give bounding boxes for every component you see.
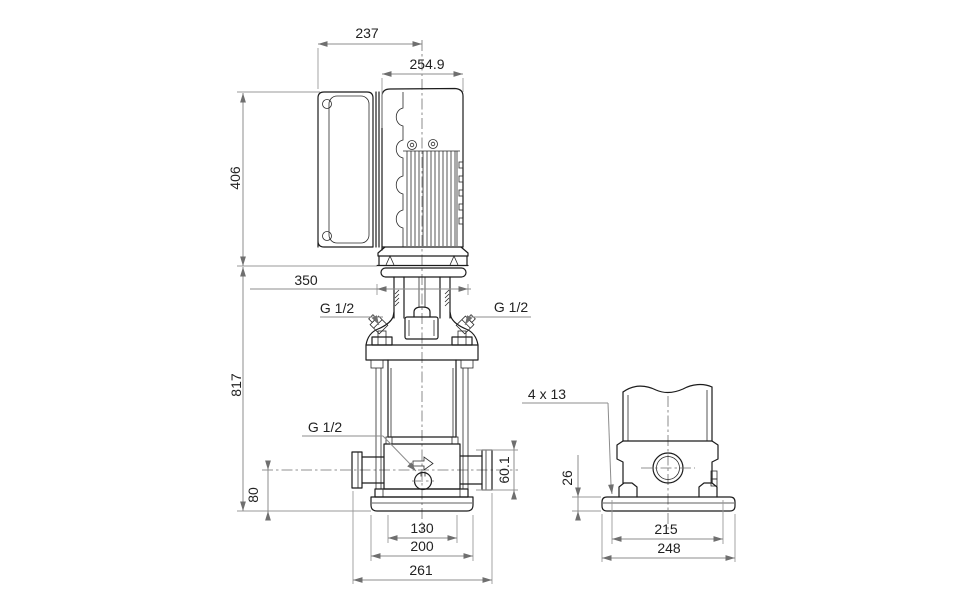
dim-baseplate-height-label: 26: [559, 470, 575, 486]
break-line: [622, 383, 713, 394]
dim-baseplate-width-label: 248: [657, 540, 681, 556]
dim-port-width-label: 261: [409, 562, 433, 578]
pump-housing: [351, 436, 493, 512]
dim-port-height-label: 80: [245, 487, 261, 503]
dim-sleeve-width-label: 130: [410, 520, 434, 536]
dim-motor-height-label: 406: [227, 166, 243, 190]
dim-controlbox-width-label: 237: [355, 25, 379, 41]
motor-body: [375, 87, 469, 267]
side-foot-left: [618, 482, 638, 498]
side-dimensions: 4 x 13 26 215 248: [522, 386, 736, 562]
terminal-box-cover: [328, 95, 370, 244]
head-top-plate: [380, 267, 467, 278]
suction-port: [351, 451, 385, 489]
coupling: [404, 316, 439, 340]
lifting-eyelets: [407, 139, 438, 150]
shaft-cap: [413, 306, 431, 318]
cooling-fins: [403, 150, 460, 246]
front-dimensions: 237 254.9 406 817: [227, 25, 531, 584]
dim-flange-width-label: 350: [294, 272, 318, 288]
plug-left-label: G 1/2: [320, 300, 354, 316]
chamber-stack: [375, 359, 469, 489]
dim-bolt-spacing-label: 215: [654, 521, 678, 537]
motor-profile: [395, 92, 404, 247]
bolt-holes-label: 4 x 13: [528, 386, 566, 402]
front-view: 237 254.9 406 817: [227, 25, 531, 584]
dim-base-width-label: 200: [410, 538, 434, 554]
head-shoulder-left: [365, 311, 395, 346]
dim-motor-width-label: 254.9: [409, 56, 444, 72]
motor-side-clips: [458, 161, 464, 225]
pump-head: [365, 267, 479, 369]
dim-port-flange-height-label: 60.1: [496, 456, 512, 483]
dim-pump-height-label: 817: [228, 373, 244, 397]
drain-plug-label: G 1/2: [308, 419, 342, 435]
front-baseplate: [370, 496, 474, 512]
side-body: [601, 383, 736, 512]
side-baseplate: [601, 496, 736, 512]
side-view: 4 x 13 26 215 248: [522, 383, 736, 562]
cover-screw-top: [322, 99, 332, 109]
terminal-box: [317, 91, 374, 248]
motor-flange: [376, 246, 469, 267]
head-legs: [393, 276, 451, 319]
cover-screw-bottom: [322, 231, 332, 241]
head-flange: [365, 344, 479, 361]
side-foot-right: [698, 482, 718, 498]
plug-right-label: G 1/2: [494, 299, 528, 315]
head-shoulder-right: [449, 311, 479, 346]
